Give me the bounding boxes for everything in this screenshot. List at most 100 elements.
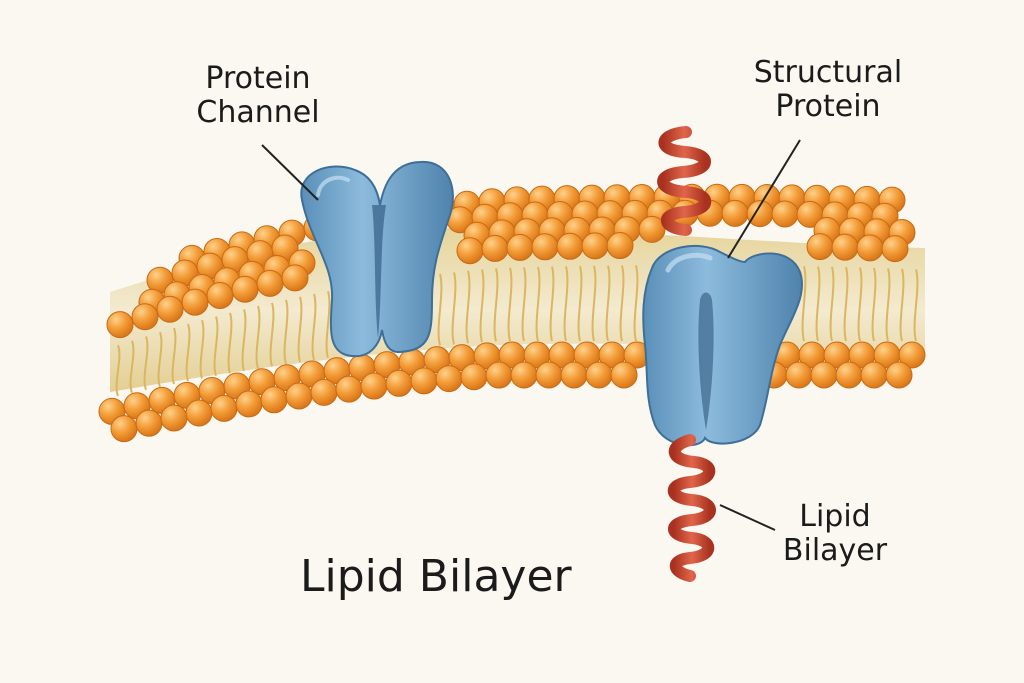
lipid-head [771, 200, 799, 228]
lipid-head [898, 341, 926, 369]
lipid-head [206, 281, 234, 309]
lipid-head [531, 233, 559, 261]
lipid-head [160, 404, 188, 432]
leader-lines [261, 139, 801, 531]
lipid-tail [129, 340, 135, 394]
lipid-head [256, 269, 284, 297]
lipid-tail [591, 265, 597, 342]
lipid-tail [535, 266, 541, 342]
lipid-head [860, 361, 888, 389]
lipid-tail [899, 268, 905, 342]
lipid-tail [171, 327, 177, 385]
diagram-title: Lipid Bilayer [300, 551, 572, 602]
lipid-tail [437, 273, 443, 346]
lipid-head [260, 386, 288, 414]
lipid-head [281, 264, 309, 292]
lipid-head [435, 365, 463, 393]
lipid-head [456, 237, 484, 265]
lipid-head [231, 275, 259, 303]
protein-channel-icon [300, 160, 454, 358]
lipid-head [156, 295, 184, 323]
lipid-tail [619, 265, 625, 342]
lipid-head [385, 369, 413, 397]
lipid-head [135, 409, 163, 437]
lipid-tail [563, 266, 569, 342]
lipid-head [835, 361, 863, 389]
lipid-tail [269, 302, 275, 367]
lipid-tail [465, 270, 471, 344]
lipid-head [638, 215, 666, 243]
lipid-head [881, 235, 909, 263]
lipid-tail [479, 269, 485, 343]
lipid-head [856, 234, 884, 262]
lipid-head [535, 361, 563, 389]
lipid-tail [521, 267, 527, 342]
alpha-helix-icon [667, 434, 716, 582]
lipid-tail [871, 267, 877, 342]
lipid-tail [493, 268, 499, 342]
lipid-tail [115, 344, 121, 397]
lipid-head [606, 232, 634, 260]
lipid-head [585, 361, 613, 389]
lipid-tail [507, 267, 513, 342]
lipid-head [460, 363, 488, 391]
lipid-head [810, 361, 838, 389]
lipid-tail [829, 266, 835, 342]
lipid-head [481, 234, 509, 262]
lipid-tail [857, 267, 863, 342]
lipid-tail [311, 293, 317, 361]
lipid-head [181, 288, 209, 316]
lipid-head [110, 415, 138, 443]
lipid-tail [199, 319, 205, 379]
structural-protein-icon [642, 245, 803, 447]
lipid-head [721, 199, 749, 227]
lipid-tail [297, 296, 303, 363]
lipid-head [185, 399, 213, 427]
lipid-tail [885, 268, 891, 342]
protein-channel-label: Protein Channel [196, 61, 320, 130]
lipid-tail [549, 266, 555, 342]
lipid-head [510, 361, 538, 389]
lipid-bilayer-side-label: Lipid Bilayer [782, 499, 888, 568]
lipid-tail [325, 290, 331, 359]
lipid-head [410, 367, 438, 395]
lipid-tails [115, 265, 919, 397]
lipid-tail [143, 336, 149, 391]
lipid-head [106, 311, 134, 339]
top-leaflet-heads [106, 183, 916, 339]
lipid-head [581, 232, 609, 260]
lipid-tail [633, 265, 639, 342]
lipid-tail [451, 272, 457, 345]
lipid-tail [913, 269, 919, 342]
lipid-head [885, 361, 913, 389]
alpha-helix-icon [657, 126, 712, 236]
lipid-tail [185, 323, 191, 382]
lipid-head [285, 382, 313, 410]
lipid-head [831, 233, 859, 261]
structural-protein-label: Structural Protein [753, 55, 903, 124]
lipid-head [310, 378, 338, 406]
lipid-head [131, 303, 159, 331]
lipid-tail [157, 331, 163, 388]
lipid-head [360, 372, 388, 400]
lipid-tail [213, 316, 219, 377]
lipid-tail [843, 266, 849, 342]
lipid-tail [283, 299, 289, 365]
lipid-head [485, 361, 513, 389]
lipid-tail [577, 265, 583, 342]
lipid-tail [605, 265, 611, 342]
lipid-head [610, 361, 638, 389]
lipid-head [785, 361, 813, 389]
lipid-head [335, 375, 363, 403]
lipid-head [235, 390, 263, 418]
lipid-head [556, 232, 584, 260]
lipid-head [210, 394, 238, 422]
lipid-tail [801, 266, 807, 342]
lipid-head [806, 233, 834, 261]
bottom-leaflet-heads [98, 341, 926, 443]
lipid-tail [255, 305, 261, 369]
lipid-tail [241, 309, 247, 372]
lipid-tail [815, 266, 821, 342]
lipid-head [506, 233, 534, 261]
